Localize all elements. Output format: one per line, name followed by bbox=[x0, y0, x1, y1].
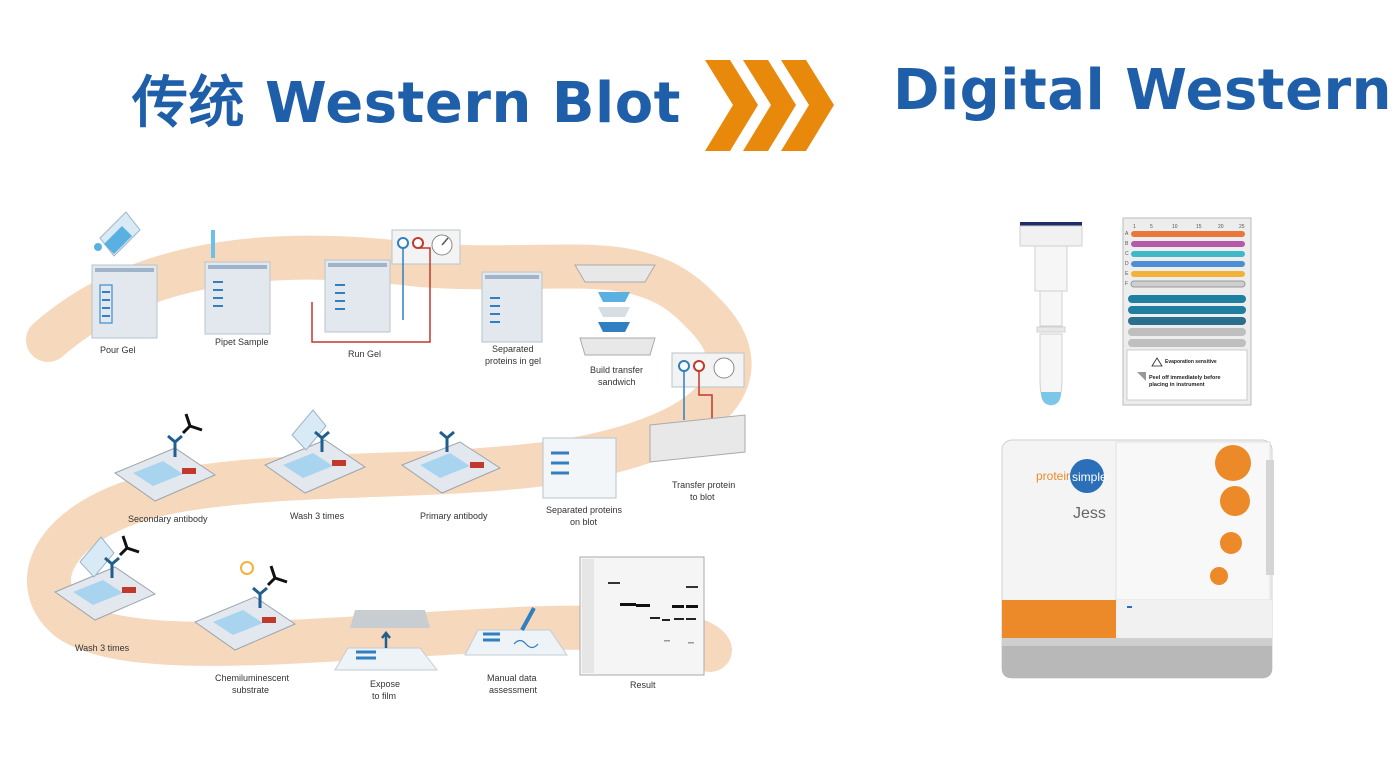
step-label: to blot bbox=[690, 492, 715, 502]
blot-membrane-illustration bbox=[542, 437, 617, 499]
plate-peel-text: Peel off immediately before bbox=[1149, 375, 1221, 381]
step-label: Separated bbox=[492, 344, 534, 354]
step-label: proteins in gel bbox=[485, 356, 541, 366]
secondary-antibody-illustration bbox=[113, 413, 217, 502]
pour-gel-illustration bbox=[91, 211, 158, 339]
traditional-western-blot-title: 传统 Western Blot bbox=[132, 71, 681, 136]
jess-instrument-illustration: 1 5 10 15 20 25 A B C D E F Evaporation … bbox=[1001, 217, 1274, 679]
plate-row-letter: F bbox=[1125, 281, 1128, 287]
step-label: Wash 3 times bbox=[75, 643, 130, 653]
step-label: assessment bbox=[489, 685, 538, 695]
manual-assessment-illustration bbox=[464, 607, 568, 656]
run-gel-illustration bbox=[311, 229, 461, 343]
step-label: Secondary antibody bbox=[128, 514, 208, 524]
plate-column-number: 10 bbox=[1172, 224, 1178, 230]
step-label: Separated proteins bbox=[546, 505, 623, 515]
step-label: Manual data bbox=[487, 673, 537, 683]
plate-row-letter: C bbox=[1125, 251, 1129, 257]
step-label: Result bbox=[630, 680, 656, 690]
step-label: Wash 3 times bbox=[290, 511, 345, 521]
brand-protein-text: protein bbox=[1036, 469, 1073, 483]
plate-peel-text: placing in instrument bbox=[1149, 382, 1205, 388]
step-label: Expose bbox=[370, 679, 400, 689]
plate-row-letter: E bbox=[1125, 271, 1129, 277]
brand-simple-text: simple bbox=[1072, 470, 1107, 484]
separated-gel-illustration bbox=[481, 271, 543, 343]
step-label: Pipet Sample bbox=[215, 337, 269, 347]
sample-tube-icon bbox=[1019, 222, 1083, 406]
warning-triangle-icon bbox=[1151, 357, 1163, 367]
step-label: Chemiluminescent bbox=[215, 673, 290, 683]
plate-row-letter: A bbox=[1125, 231, 1129, 237]
step-label: Primary antibody bbox=[420, 511, 488, 521]
step-label: Pour Gel bbox=[100, 345, 136, 355]
step-label: on blot bbox=[570, 517, 598, 527]
wash-tray-illustration bbox=[53, 535, 157, 621]
step-label: Transfer protein bbox=[672, 480, 735, 490]
digital-western-title: Digital Western bbox=[893, 58, 1393, 123]
step-label: Run Gel bbox=[348, 349, 381, 359]
wash-tray-illustration bbox=[263, 409, 367, 494]
transfer-blot-illustration bbox=[649, 352, 746, 463]
plate-column-number: 15 bbox=[1196, 224, 1202, 230]
peel-corner-icon bbox=[1137, 372, 1146, 381]
substrate-illustration bbox=[193, 561, 297, 651]
plate-column-number: 1 bbox=[1133, 224, 1136, 230]
result-blot-image bbox=[579, 556, 705, 676]
plate-row-letter: D bbox=[1125, 261, 1129, 267]
primary-antibody-illustration bbox=[400, 430, 502, 494]
plate-warning-text: Evaporation sensitive bbox=[1165, 359, 1217, 365]
step-label: substrate bbox=[232, 685, 269, 695]
transfer-sandwich-illustration bbox=[574, 264, 656, 356]
step-label: Build transfer bbox=[590, 365, 643, 375]
plate-column-number: 25 bbox=[1239, 224, 1245, 230]
pipet-sample-illustration bbox=[204, 230, 271, 335]
chevron-arrows-icon bbox=[705, 60, 834, 151]
plate-row-letter: B bbox=[1125, 241, 1129, 247]
proteinsimple-logo bbox=[1070, 459, 1104, 493]
model-name-text: Jess bbox=[1073, 505, 1106, 522]
step-label: sandwich bbox=[598, 377, 636, 387]
jess-instrument: protein simple Jess bbox=[1001, 439, 1274, 679]
expose-film-illustration bbox=[334, 610, 439, 671]
sample-plate: 1 5 10 15 20 25 A B C D E F Evaporation … bbox=[1122, 217, 1252, 406]
workflow-path bbox=[26, 235, 752, 672]
step-label: to film bbox=[372, 691, 396, 701]
plate-column-number: 5 bbox=[1150, 224, 1153, 230]
traditional-workflow-diagram: Pour Gel Pipet Sample Run Gel Sepa bbox=[26, 211, 752, 701]
plate-column-number: 20 bbox=[1218, 224, 1224, 230]
